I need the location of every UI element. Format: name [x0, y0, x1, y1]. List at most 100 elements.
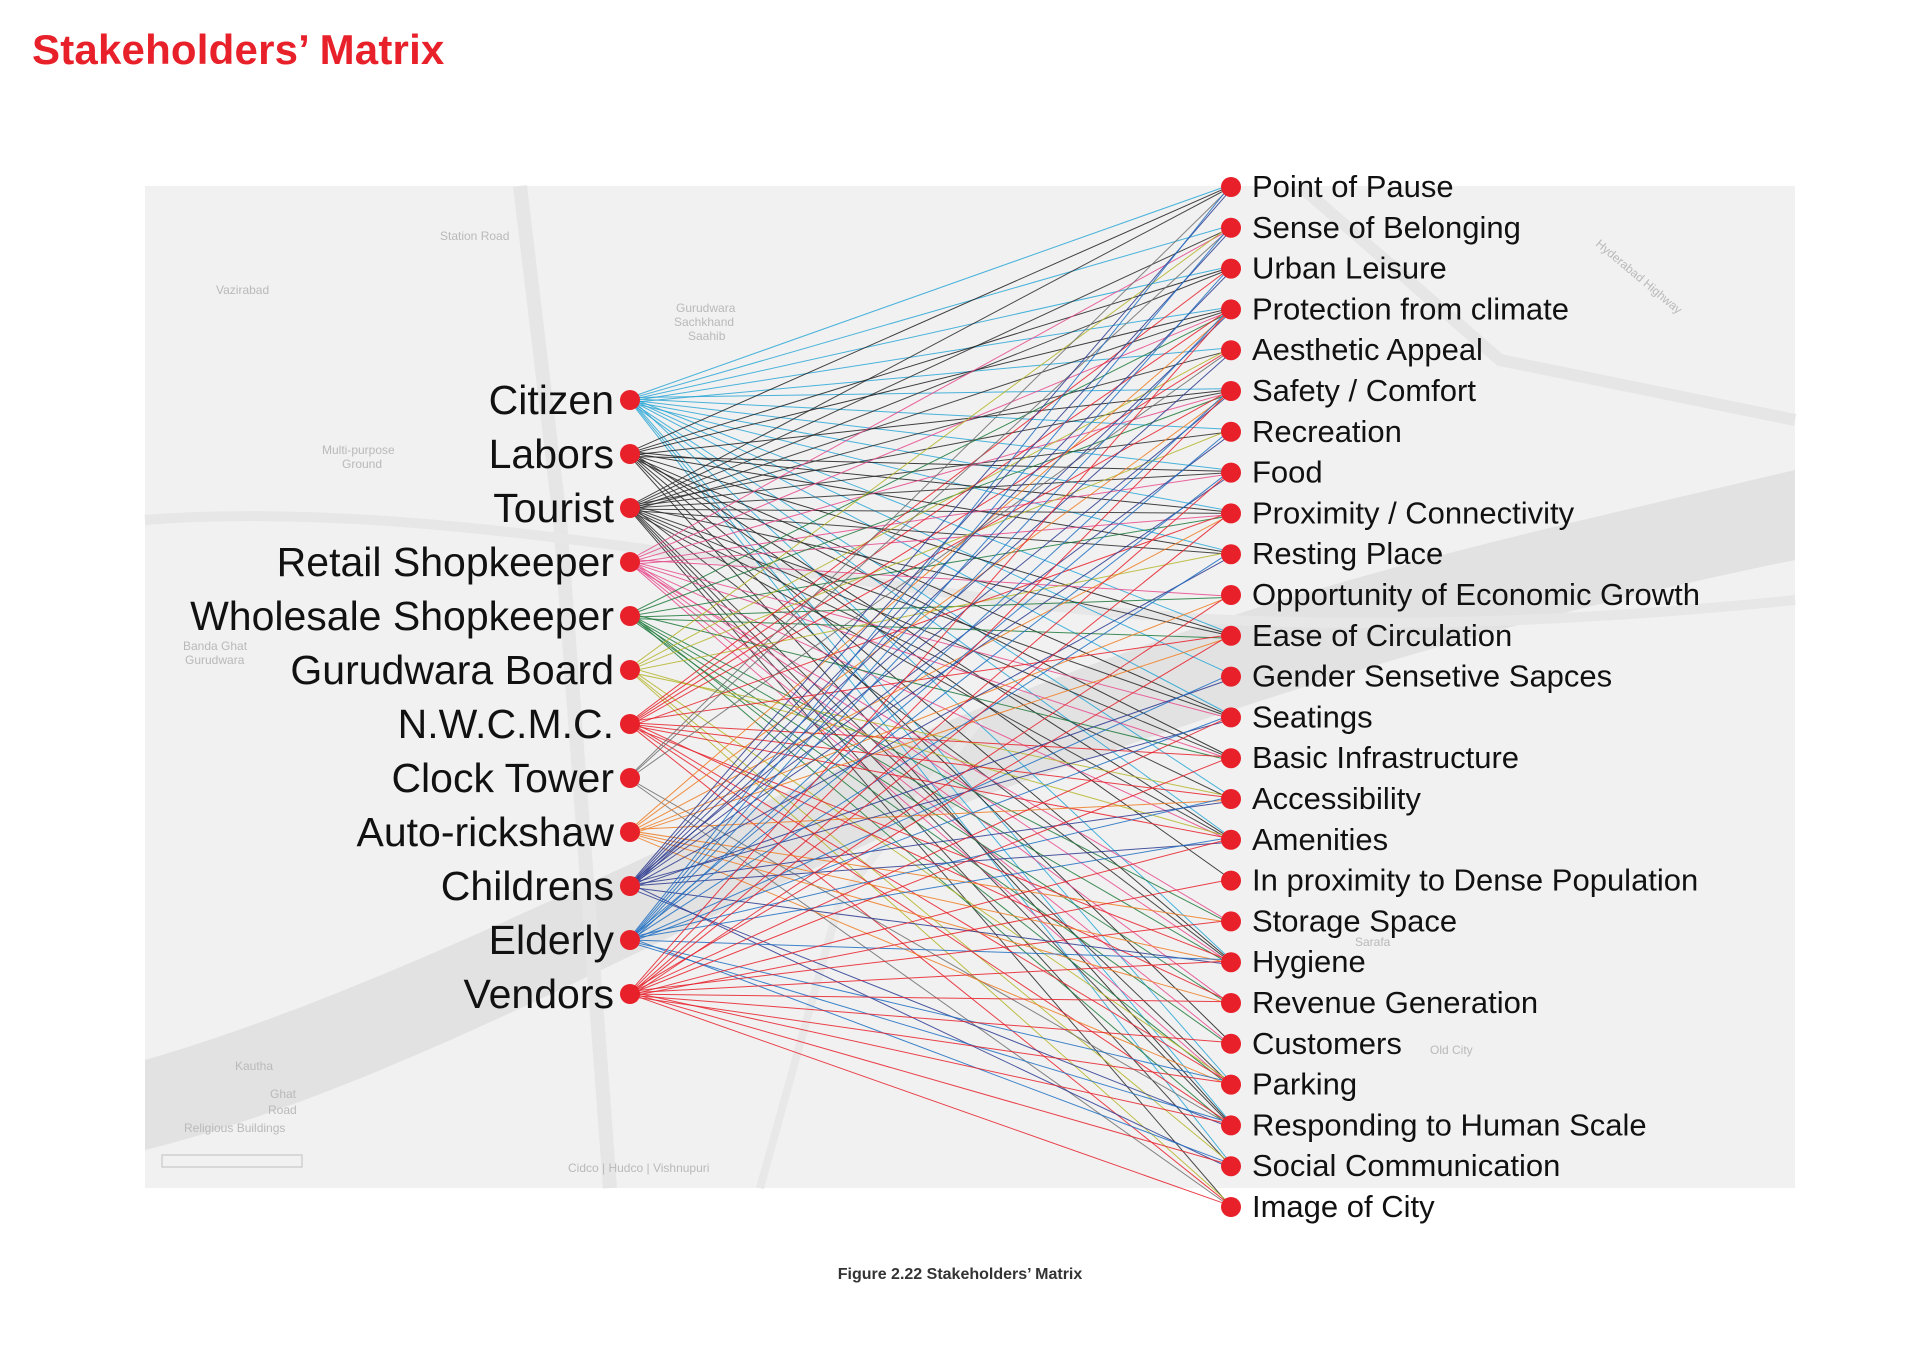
- connection-line: [629, 306, 1232, 402]
- map-label: Saahib: [688, 329, 726, 343]
- map-label: Old City: [1430, 1043, 1473, 1057]
- connection-line: [629, 778, 1232, 1126]
- connection-line: [629, 993, 1232, 1207]
- need-node: [1221, 829, 1241, 850]
- connection-line: [629, 560, 1232, 1005]
- need-label: Proximity / Connectivity: [1252, 495, 1575, 530]
- need-node: [1221, 381, 1241, 401]
- connection-line: [629, 514, 1232, 565]
- stakeholder-node: [620, 552, 640, 572]
- connection-line: [629, 390, 1232, 507]
- need-node: [1221, 993, 1241, 1013]
- connection-line: [629, 838, 1232, 996]
- need-label: Aesthetic Appeal: [1252, 332, 1483, 367]
- map-label: Gurudwara: [676, 301, 736, 315]
- connection-line: [629, 919, 1232, 993]
- connection-line: [629, 224, 1232, 400]
- stakeholder-node: [620, 876, 640, 896]
- stakeholder-label: Clock Tower: [391, 755, 614, 801]
- need-node: [1221, 544, 1241, 565]
- connection-line: [629, 617, 1232, 639]
- connection-line: [629, 471, 1232, 995]
- connection-line: [629, 614, 1232, 1129]
- connection-line: [629, 185, 1232, 453]
- connection-line: [629, 474, 1232, 887]
- map-label: Sarafa: [1355, 935, 1391, 949]
- map-label: Ghat: [270, 1087, 297, 1101]
- connection-line: [629, 307, 1232, 992]
- need-node: [1221, 585, 1241, 605]
- stakeholder-node: [620, 822, 640, 842]
- connection-line: [629, 941, 1232, 1124]
- connection-line: [629, 616, 1232, 1006]
- need-label: Seatings: [1252, 699, 1373, 734]
- stakeholder-node: [620, 390, 640, 410]
- connection-line: [629, 556, 1232, 888]
- need-label: Point of Pause: [1252, 169, 1454, 204]
- connection-line: [629, 507, 1232, 759]
- need-label: In proximity to Dense Population: [1252, 863, 1698, 898]
- stakeholder-label: Wholesale Shopkeeper: [190, 593, 614, 639]
- need-node: [1221, 462, 1241, 483]
- connection-line: [629, 389, 1232, 456]
- connection-line: [629, 992, 1232, 1166]
- need-node: [1221, 217, 1241, 238]
- need-label: Ease of Circulation: [1252, 618, 1512, 653]
- need-label: Parking: [1252, 1067, 1357, 1102]
- stakeholder-node: [620, 444, 640, 464]
- connection-line: [629, 878, 1232, 997]
- page-title: Stakeholders’ Matrix: [32, 26, 445, 73]
- connection-line: [629, 186, 1232, 776]
- connection-line: [629, 799, 1232, 831]
- map-label: Ground: [342, 457, 382, 471]
- stakeholder-label: Tourist: [493, 485, 614, 531]
- connection-line: [629, 561, 1232, 760]
- connection-line: [629, 719, 1232, 885]
- need-node: [1221, 625, 1241, 646]
- connection-line: [629, 388, 1232, 399]
- need-label: Revenue Generation: [1252, 985, 1538, 1020]
- connection-line: [629, 993, 1232, 1003]
- connection-line: [629, 508, 1232, 800]
- need-node: [1221, 1033, 1241, 1054]
- connection-line: [629, 454, 1232, 1043]
- connection-line: [629, 228, 1232, 561]
- connection-line: [629, 184, 1232, 399]
- need-node: [1221, 340, 1241, 361]
- connection-line: [629, 559, 1232, 964]
- connection-line: [629, 562, 1232, 842]
- map-label: Gurudwara: [185, 653, 245, 667]
- connection-line: [629, 830, 1232, 924]
- need-label: Customers: [1252, 1026, 1402, 1061]
- need-node: [1221, 1156, 1241, 1177]
- connection-line: [629, 883, 1232, 1170]
- need-label: Storage Space: [1252, 903, 1457, 938]
- need-node: [1221, 789, 1241, 809]
- connection-line: [629, 399, 1232, 471]
- connection-line: [629, 723, 1232, 799]
- connection-lines: [629, 184, 1232, 1208]
- need-label: Food: [1252, 455, 1323, 490]
- map-label: Vazirabad: [216, 283, 269, 297]
- connection-line: [629, 595, 1232, 834]
- connection-line: [629, 224, 1232, 669]
- need-node: [1221, 870, 1241, 891]
- connection-line: [629, 667, 1232, 838]
- connection-line: [629, 515, 1232, 617]
- connection-line: [629, 614, 1232, 925]
- need-node: [1221, 1074, 1241, 1095]
- need-node: [1221, 911, 1241, 932]
- need-node: [1221, 421, 1241, 442]
- need-label: Image of City: [1252, 1189, 1435, 1224]
- stakeholder-node: [620, 606, 640, 626]
- connection-line: [629, 514, 1232, 833]
- map-label: Sachkhand: [674, 315, 734, 329]
- connection-line: [629, 189, 1232, 884]
- connection-line: [629, 311, 1232, 888]
- connection-line: [629, 455, 1232, 472]
- connection-line: [629, 615, 1232, 966]
- map-label: Road: [268, 1103, 297, 1117]
- connection-line: [629, 472, 1232, 509]
- connection-line: [629, 725, 1232, 962]
